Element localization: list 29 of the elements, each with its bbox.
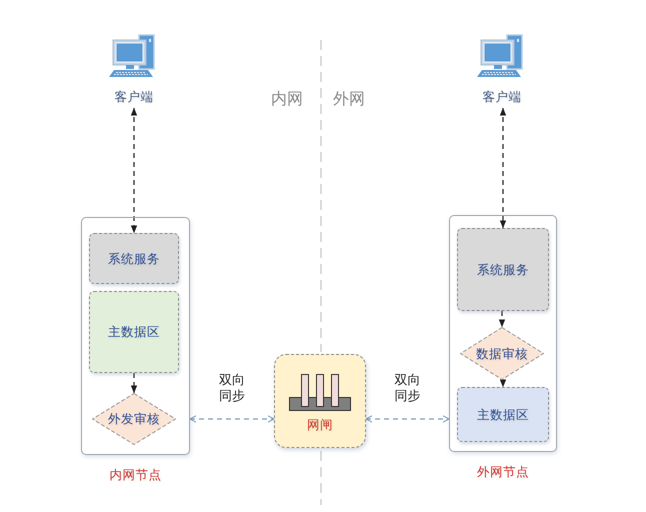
process-box (457, 228, 549, 311)
node-text: 系统服务 (107, 250, 161, 266)
edge-label: 双向同步 (218, 373, 246, 405)
node-text: 数据审核 (475, 346, 529, 362)
arrow (130, 108, 138, 234)
process-box (457, 387, 549, 442)
arrow (130, 373, 138, 394)
decision-diamond (92, 393, 176, 445)
decision-diamond (460, 327, 544, 380)
process-box (89, 291, 179, 373)
group-label: 外网节点 (476, 464, 530, 480)
node-label: 客户端 (482, 89, 522, 105)
region-label: 内网 (271, 89, 303, 109)
arrow (365, 415, 450, 423)
node-text: 主数据区 (107, 324, 161, 340)
group-label: 内网节点 (108, 467, 162, 483)
node-text: 外发审核 (107, 411, 161, 427)
gateway-panel (274, 354, 366, 448)
arrow (500, 108, 506, 228)
arrow (189, 415, 275, 423)
process-box (89, 233, 179, 284)
node-text: 系统服务 (476, 262, 530, 278)
arrow (498, 311, 506, 328)
arrow (500, 379, 506, 388)
node-text: 主数据区 (476, 406, 530, 422)
node-text: 网闸 (306, 417, 334, 433)
region-label: 外网 (333, 89, 365, 109)
edge-label: 双向同步 (394, 373, 422, 405)
node-label: 客户端 (114, 89, 154, 105)
